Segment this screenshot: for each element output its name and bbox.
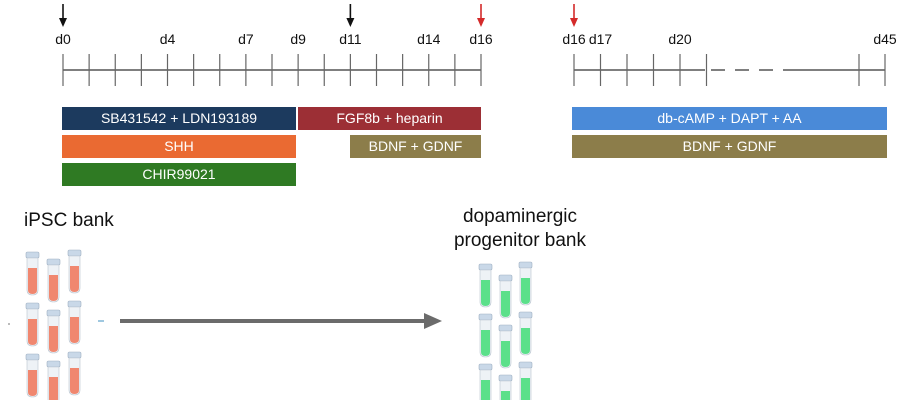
vial-liquid <box>28 319 37 345</box>
vial-liquid <box>521 328 530 354</box>
day-label-right-1: d17 <box>589 31 613 47</box>
treatment-sb431542-ldn193189: SB431542 + LDN193189 <box>62 107 296 130</box>
vial-liquid <box>501 391 510 400</box>
vial-cap <box>67 351 82 359</box>
dopaminergic-bank-label-line2: progenitor bank <box>453 230 587 251</box>
vial-cap <box>478 313 493 321</box>
vial-cap <box>498 324 513 332</box>
vial-liquid <box>28 268 37 294</box>
timeline-arrow-left-2-head <box>477 18 485 27</box>
timeline-arrow-left-1-head <box>346 18 355 27</box>
vial-cap <box>498 274 513 282</box>
dopaminergic-bank-label-line1: dopaminergic <box>462 206 578 227</box>
vial-liquid <box>70 266 79 292</box>
vial-cap <box>46 309 61 317</box>
vial-liquid <box>521 278 530 304</box>
vial-liquid <box>481 330 490 356</box>
progenitor-vials <box>478 261 533 400</box>
vial-cap <box>46 258 61 266</box>
vial-liquid <box>481 380 490 400</box>
treatment-fgf8b-heparin: FGF8b + heparin <box>298 107 481 130</box>
vial-cap <box>25 302 40 310</box>
small-marker-dot <box>8 323 10 325</box>
vial-liquid <box>70 368 79 394</box>
treatment-chir99021: CHIR99021 <box>62 163 296 186</box>
vial-cap <box>67 249 82 257</box>
vial-liquid <box>70 317 79 343</box>
vial-cap <box>518 311 533 319</box>
treatment-shh: SHH <box>62 135 296 158</box>
vial-cap <box>478 363 493 371</box>
vial-liquid <box>49 326 58 352</box>
dopaminergic-bank-label: dopaminergic progenitor bank <box>430 205 610 253</box>
vial-liquid <box>49 377 58 400</box>
treatment-bdnf-gdnf-right: BDNF + GDNF <box>572 135 887 158</box>
vial-liquid <box>521 378 530 400</box>
day-label-left-0: d0 <box>55 31 71 47</box>
ipsc-vials <box>25 249 82 400</box>
vial-liquid <box>481 280 490 306</box>
treatment-dbcamp-dapt-aa: db-cAMP + DAPT + AA <box>572 107 887 130</box>
vial-cap <box>67 300 82 308</box>
day-label-left-5: d14 <box>417 31 441 47</box>
treatment-bdnf-gdnf-left: BDNF + GDNF <box>350 135 481 158</box>
vial-cap <box>25 251 40 259</box>
vial-liquid <box>49 275 58 301</box>
vial-cap <box>46 360 61 368</box>
day-label-left-3: d9 <box>290 31 306 47</box>
day-label-left-4: d11 <box>339 31 362 47</box>
process-arrow-head <box>424 313 442 329</box>
ipsc-bank-label: iPSC bank <box>24 210 114 231</box>
day-label-left-6: d16 <box>469 31 493 47</box>
day-label-right-2: d20 <box>668 31 692 47</box>
vial-liquid <box>501 291 510 317</box>
day-label-right-3: d45 <box>873 31 897 47</box>
vial-cap <box>518 361 533 369</box>
timeline-arrow-right-0-head <box>570 18 578 27</box>
timeline-left: d0 d4 d7 d9 d11 d14 d16 <box>55 4 493 86</box>
vial-cap <box>478 263 493 271</box>
small-marker <box>98 320 104 322</box>
vial-cap <box>518 261 533 269</box>
vial-cap <box>25 353 40 361</box>
day-label-right-0: d16 <box>562 31 586 47</box>
vial-liquid <box>501 341 510 367</box>
vial-cap <box>498 374 513 382</box>
day-label-left-1: d4 <box>160 31 176 47</box>
vial-liquid <box>28 370 37 396</box>
day-label-left-2: d7 <box>238 31 254 47</box>
timeline-arrow-left-0-head <box>59 18 67 27</box>
